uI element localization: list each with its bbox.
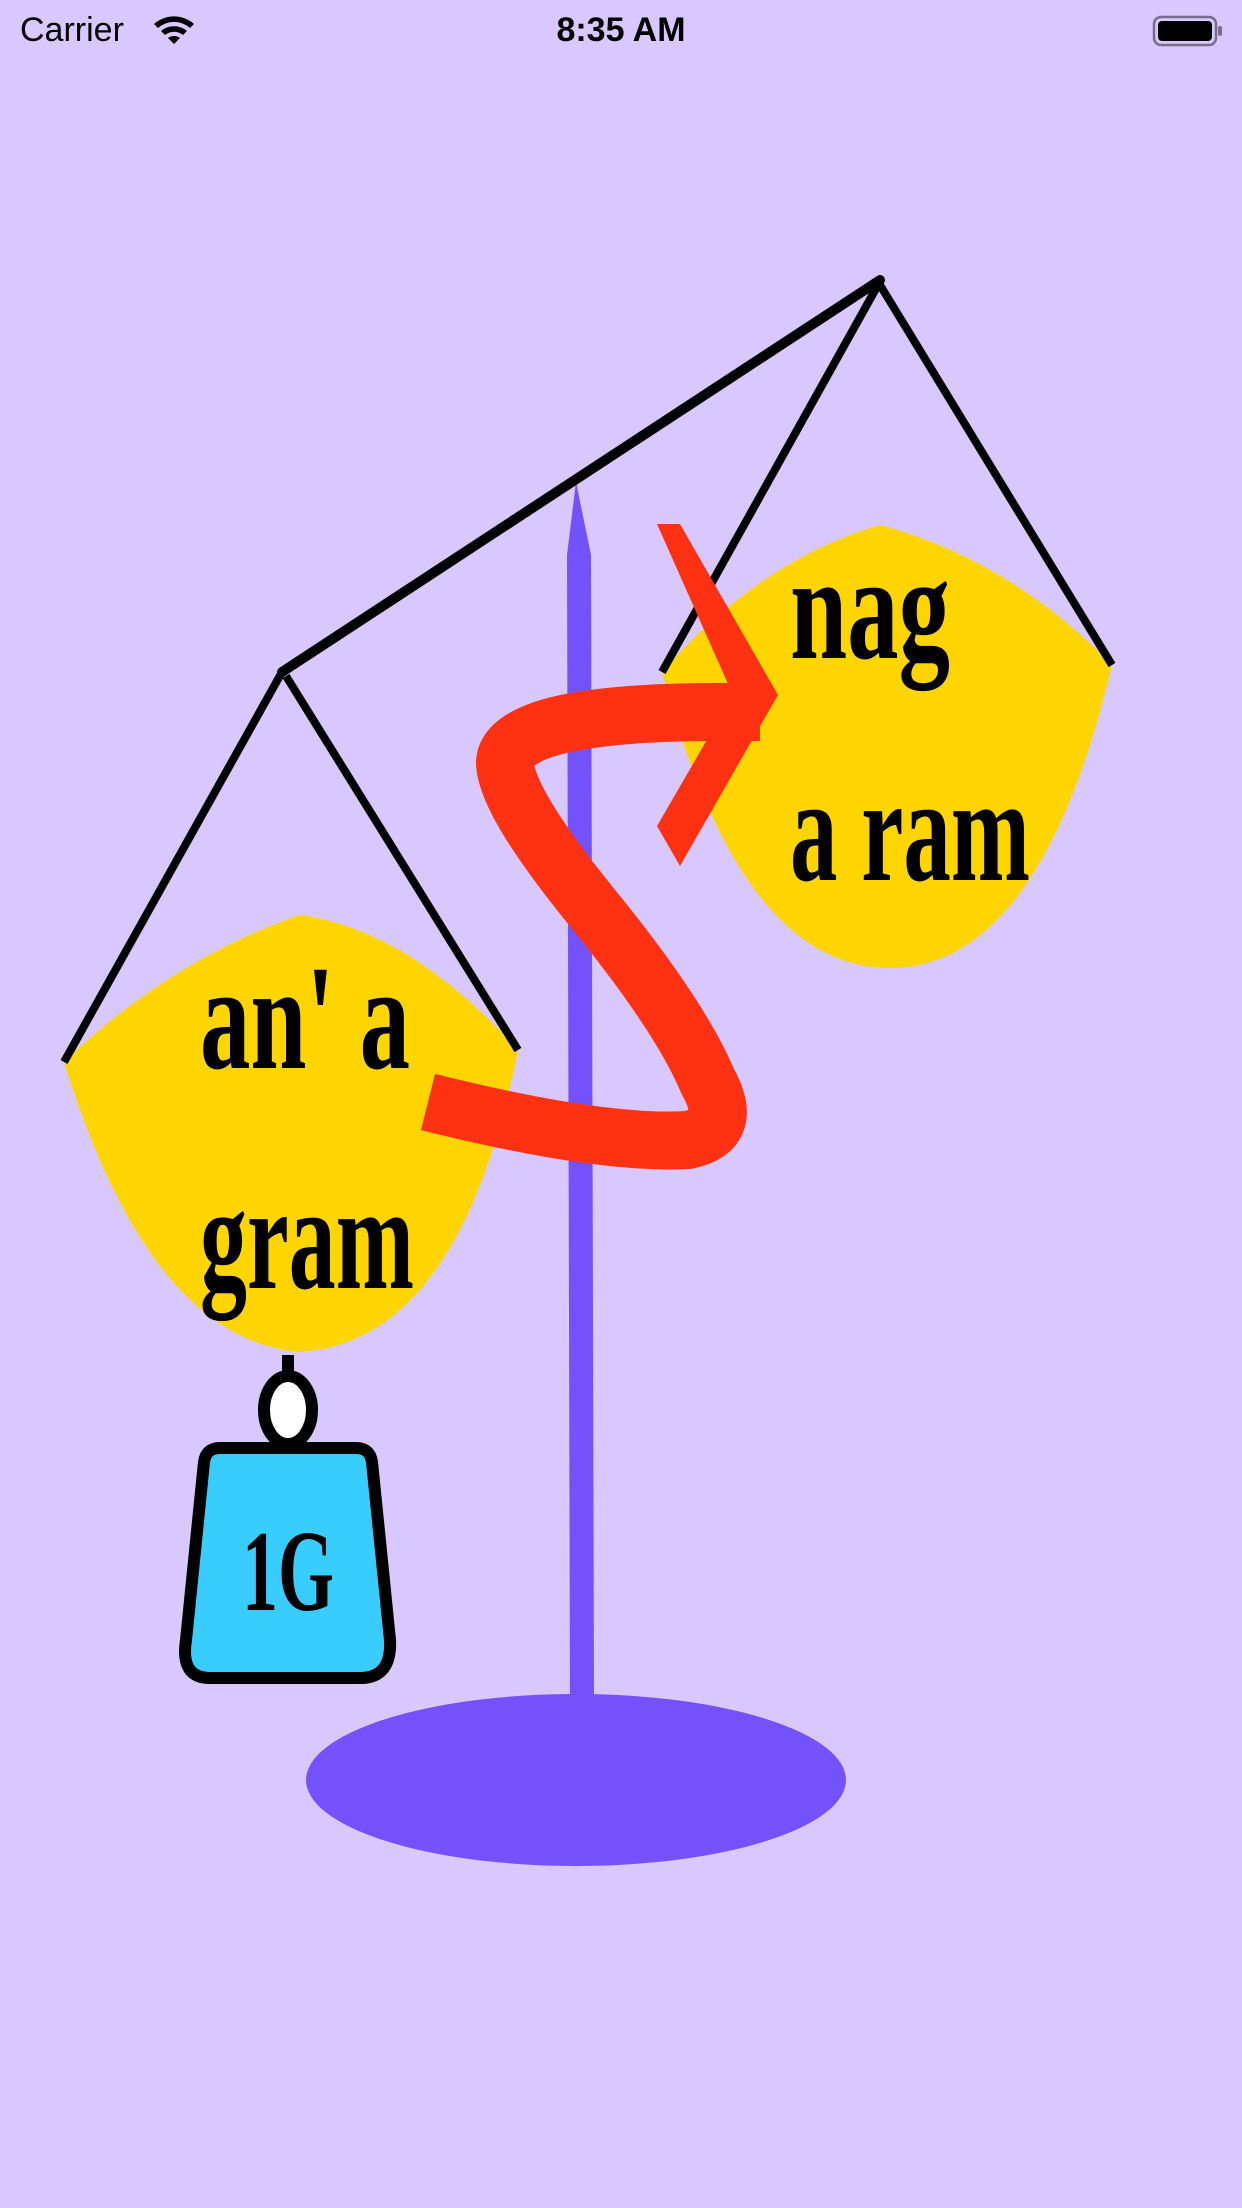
carrier-label: Carrier: [20, 11, 124, 49]
left-pan: [64, 915, 518, 1352]
battery-icon: [1152, 15, 1222, 47]
curved-arrow-icon: [420, 524, 778, 1170]
scale-beam: [277, 275, 885, 677]
right-pan: [662, 525, 1112, 968]
left-pan-word-line1: an' a: [200, 935, 410, 1101]
weight-label: 1G: [242, 1508, 334, 1636]
clock: 8:35 AM: [556, 11, 686, 49]
scale-base: [306, 1694, 846, 1866]
status-bar: Carrier 8:35 AM: [0, 0, 1242, 60]
right-pan-string: [876, 282, 1116, 668]
left-pan-string: [60, 670, 286, 1064]
left-pan-string: [282, 673, 522, 1053]
right-pan-word-line1: nag: [790, 525, 950, 691]
weight: 1G: [179, 1355, 397, 1684]
wifi-icon: [154, 16, 194, 44]
left-pan-word-line2: gram: [200, 1155, 414, 1321]
scale-pole: [567, 482, 594, 1700]
right-pan-word-line2: a ram: [790, 747, 1030, 913]
